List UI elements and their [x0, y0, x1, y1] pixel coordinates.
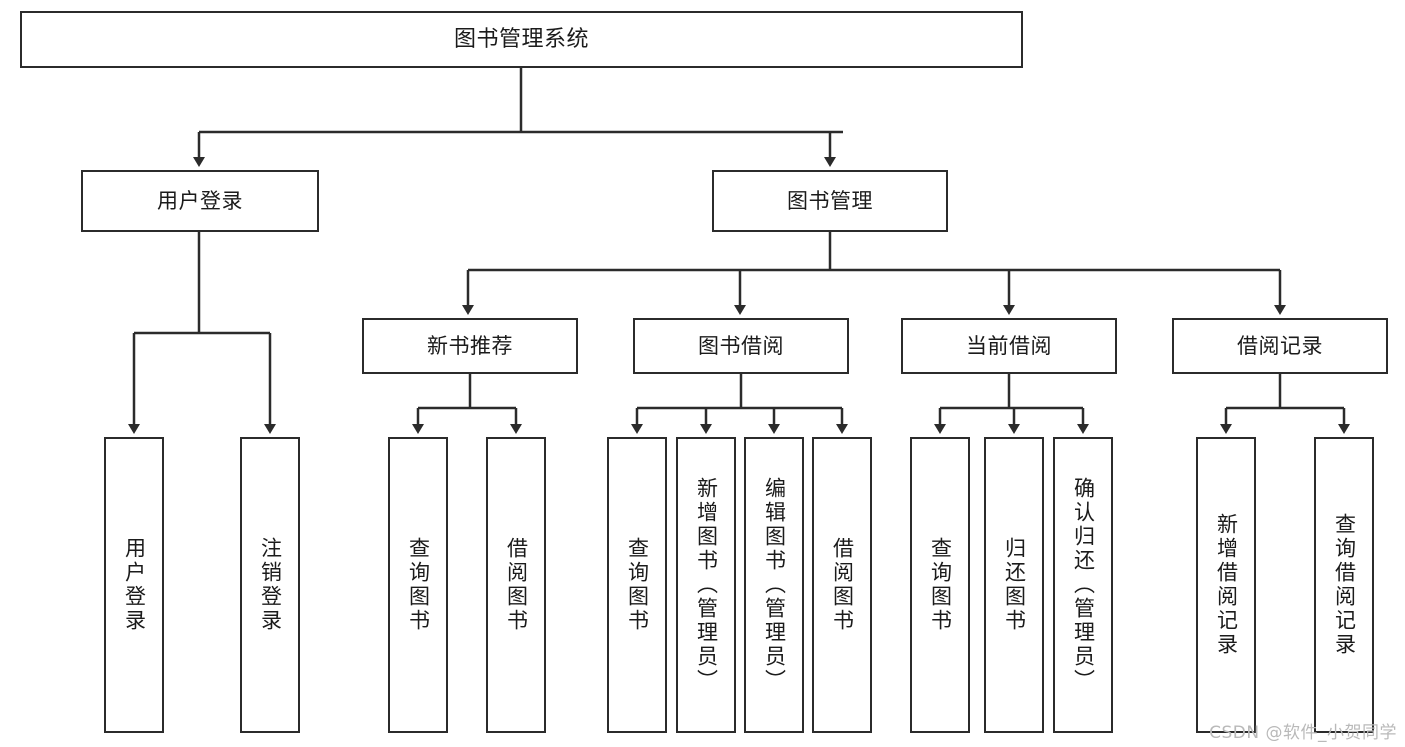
- node-label: 查询借阅记录: [1332, 513, 1357, 657]
- node-user-login[interactable]: 用户登录: [81, 170, 319, 232]
- node-new-book-recommend[interactable]: 新书推荐: [362, 318, 578, 374]
- leaf-borrow-book[interactable]: 借阅图书: [812, 437, 872, 733]
- node-label: 查询图书: [625, 537, 650, 633]
- node-current-borrow[interactable]: 当前借阅: [901, 318, 1117, 374]
- node-label: 借阅图书: [504, 537, 529, 633]
- leaf-edit-book-admin[interactable]: 编辑图书（管理员）: [744, 437, 804, 733]
- leaf-query-book-recommend[interactable]: 查询图书: [388, 437, 448, 733]
- leaf-borrow-book-recommend[interactable]: 借阅图书: [486, 437, 546, 733]
- node-label: 注销登录: [258, 537, 283, 633]
- node-borrow-record[interactable]: 借阅记录: [1172, 318, 1388, 374]
- node-root-system[interactable]: 图书管理系统: [20, 11, 1023, 68]
- node-label: 编辑图书（管理员）: [762, 477, 787, 693]
- leaf-query-book-borrow[interactable]: 查询图书: [607, 437, 667, 733]
- node-label: 图书借阅: [698, 333, 784, 358]
- leaf-add-borrow-record[interactable]: 新增借阅记录: [1196, 437, 1256, 733]
- node-label: 归还图书: [1002, 537, 1027, 633]
- leaf-logout[interactable]: 注销登录: [240, 437, 300, 733]
- leaf-add-book-admin[interactable]: 新增图书（管理员）: [676, 437, 736, 733]
- node-label: 用户登录: [122, 537, 147, 633]
- node-label: 借阅图书: [830, 537, 855, 633]
- node-label: 查询图书: [928, 537, 953, 633]
- leaf-user-login[interactable]: 用户登录: [104, 437, 164, 733]
- node-label: 借阅记录: [1237, 333, 1323, 358]
- node-label: 图书管理: [787, 188, 873, 213]
- node-book-borrow[interactable]: 图书借阅: [633, 318, 849, 374]
- node-label: 确认归还（管理员）: [1071, 477, 1096, 693]
- leaf-return-book[interactable]: 归还图书: [984, 437, 1044, 733]
- leaf-confirm-return-admin[interactable]: 确认归还（管理员）: [1053, 437, 1113, 733]
- node-label: 新增图书（管理员）: [694, 477, 719, 693]
- node-label: 新增借阅记录: [1214, 513, 1239, 657]
- watermark-text: CSDN @软件_小贺同学: [1209, 723, 1397, 743]
- leaf-query-borrow-record[interactable]: 查询借阅记录: [1314, 437, 1374, 733]
- node-label: 图书管理系统: [453, 26, 589, 52]
- node-label: 查询图书: [406, 537, 431, 633]
- node-book-management[interactable]: 图书管理: [712, 170, 948, 232]
- node-label: 当前借阅: [966, 333, 1052, 358]
- node-label: 新书推荐: [427, 333, 513, 358]
- node-label: 用户登录: [157, 188, 243, 213]
- leaf-query-book-current[interactable]: 查询图书: [910, 437, 970, 733]
